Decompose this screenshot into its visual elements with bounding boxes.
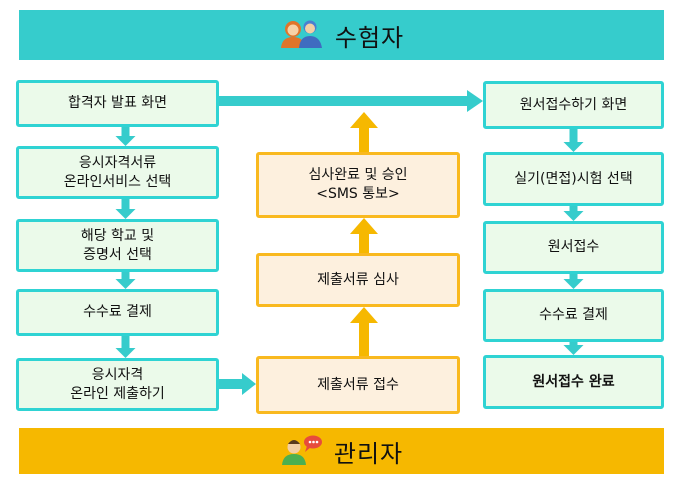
middle-step-3-text: 제출서류 접수 (317, 376, 399, 393)
right-down-arrow-3 (563, 274, 584, 289)
middle-step-2: 제출서류 심사 (256, 253, 460, 307)
right-step-2: 실기(면접)시험 선택 (483, 152, 664, 206)
right-step-4: 수수료 결제 (483, 289, 664, 342)
left-step-5-text: 온라인 제출하기 (70, 385, 165, 402)
person-speech-icon (280, 433, 324, 469)
examinee-title: 수험자 (334, 23, 405, 52)
middle-step-1: 심사완료 및 승인 <SMS 통보> (256, 152, 460, 218)
left-step-4-text: 수수료 결제 (83, 304, 152, 320)
middle-step-2-text: 제출서류 심사 (317, 271, 399, 288)
left-step-3-text: 증명서 선택 (83, 246, 152, 263)
examinee-banner: 수험자 (19, 10, 664, 60)
left-step-1: 합격자 발표 화면 (16, 80, 219, 127)
right-down-arrow-2 (563, 206, 584, 221)
right-step-5-text: 원서접수 완료 (532, 373, 615, 390)
left-step-2-text: 온라인서비스 선택 (63, 173, 172, 190)
left-step-3-text: 해당 학교 및 (80, 227, 155, 244)
bottom-horizontal-arrow (219, 373, 256, 395)
right-step-4-text: 수수료 결제 (539, 307, 608, 323)
right-step-2-text: 실기(면접)시험 선택 (514, 170, 633, 187)
left-down-arrow-4 (115, 336, 136, 358)
middle-up-arrow-top (350, 112, 378, 152)
right-step-1: 원서접수하기 화면 (483, 81, 664, 129)
admin-banner: 관리자 (19, 428, 664, 474)
middle-step-1-text: <SMS 통보> (316, 186, 400, 202)
right-step-5: 원서접수 완료 (483, 355, 664, 409)
right-step-3: 원서접수 (483, 221, 664, 274)
left-step-2-text: 응시자격서류 (78, 154, 157, 171)
left-down-arrow-3 (115, 272, 136, 289)
top-horizontal-arrow (219, 90, 483, 112)
middle-step-3: 제출서류 접수 (256, 356, 460, 414)
right-step-3-text: 원서접수 (547, 239, 600, 255)
middle-up-arrow-1 (350, 218, 378, 253)
middle-up-arrow-2 (350, 307, 378, 356)
right-down-arrow-1 (563, 129, 584, 152)
left-down-arrow-1 (115, 127, 136, 146)
two-people-icon (279, 17, 325, 53)
left-down-arrow-2 (115, 199, 136, 219)
right-step-1-text: 원서접수하기 화면 (519, 96, 628, 113)
middle-step-1-text: 심사완료 및 승인 (308, 167, 408, 183)
left-step-5-text: 응시자격 (91, 366, 144, 383)
right-down-arrow-4 (563, 342, 584, 355)
admin-title: 관리자 (333, 439, 404, 468)
left-step-4: 수수료 결제 (16, 289, 219, 336)
left-step-1-text: 합격자 발표 화면 (67, 95, 168, 111)
